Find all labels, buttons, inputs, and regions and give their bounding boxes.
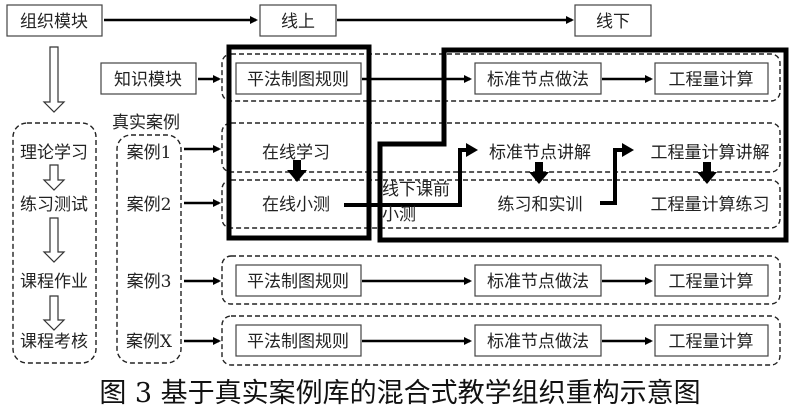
offline-box: 线下 <box>574 4 652 37</box>
hollow-down-arrow-icon <box>42 164 66 191</box>
case2-row-container <box>221 179 781 229</box>
hollow-down-arrow-icon <box>42 46 66 113</box>
cases-container <box>116 134 182 364</box>
case3-drawing-rules: 平法制图规则 <box>247 272 349 292</box>
arrow-head-icon <box>622 143 634 157</box>
connector-quiz-to-node-lecture <box>344 148 468 207</box>
case3-standard-nodes: 标准节点做法 <box>487 272 589 292</box>
calc-practice: 工程量计算练习 <box>651 195 770 215</box>
learning-steps-container <box>12 122 97 364</box>
case-x: 案例X <box>126 332 173 352</box>
casex-drawing-rules: 平法制图规则 <box>247 332 349 352</box>
step-theory-study: 理论学习 <box>20 143 88 163</box>
case3-row-container <box>221 255 781 305</box>
module-quantity-calc: 工程量计算 <box>669 70 754 90</box>
case1-row-container <box>221 122 781 173</box>
online-box: 线上 <box>259 4 337 37</box>
row-case3: 平法制图规则 标准节点做法 工程量计算 <box>235 264 769 297</box>
knowledge-module-box: 知识模块 <box>100 62 197 95</box>
case-2: 案例2 <box>127 195 172 215</box>
node-lecture: 标准节点讲解 <box>489 143 591 163</box>
offline-label: 线下 <box>596 12 630 32</box>
hollow-down-arrow-icon <box>42 217 66 263</box>
row-casex: 平法制图规则 标准节点做法 工程量计算 <box>235 324 769 357</box>
step-course-assessment: 课程考核 <box>20 332 88 352</box>
row-knowledge: 平法制图规则 标准节点做法 工程量计算 <box>235 62 769 95</box>
module-standard-nodes: 标准节点做法 <box>487 70 589 90</box>
step-practice-test: 练习测试 <box>20 195 88 215</box>
knowledge-row-container <box>221 53 781 102</box>
online-label: 线上 <box>281 12 315 32</box>
connector-practice-to-calc-lecture <box>600 148 624 205</box>
step-course-homework: 课程作业 <box>20 272 88 292</box>
org-module-box: 组织模块 <box>6 4 103 37</box>
case3-quantity-calc: 工程量计算 <box>669 272 754 292</box>
solid-down-arrow-icon <box>697 162 717 184</box>
offline-pre-quiz-line2: 小测 <box>382 205 416 225</box>
casex-standard-nodes: 标准节点做法 <box>487 332 589 352</box>
casex-quantity-calc: 工程量计算 <box>669 332 754 352</box>
casex-row-container <box>221 315 781 366</box>
online-study: 在线学习 <box>262 143 330 163</box>
module-drawing-rules: 平法制图规则 <box>247 70 349 90</box>
offline-frame <box>377 47 789 243</box>
solid-down-arrow-icon <box>287 160 307 182</box>
arrow-head-icon <box>466 143 478 157</box>
org-module-label: 组织模块 <box>20 12 88 32</box>
case-1: 案例1 <box>127 143 172 163</box>
practice-training: 练习和实训 <box>498 195 583 215</box>
online-quiz: 在线小测 <box>262 195 330 215</box>
knowledge-module-label: 知识模块 <box>114 70 182 90</box>
calc-lecture: 工程量计算讲解 <box>651 143 770 163</box>
figure-caption: 图 3 基于真实案例库的混合式教学组织重构示意图 <box>99 378 700 409</box>
online-frame <box>226 44 372 241</box>
hollow-down-arrow-icon <box>42 295 66 331</box>
offline-pre-quiz-line1: 线下课前 <box>382 180 450 200</box>
case-3: 案例3 <box>127 272 172 292</box>
real-cases-title: 真实案例 <box>112 113 180 133</box>
solid-down-arrow-icon <box>529 162 549 184</box>
